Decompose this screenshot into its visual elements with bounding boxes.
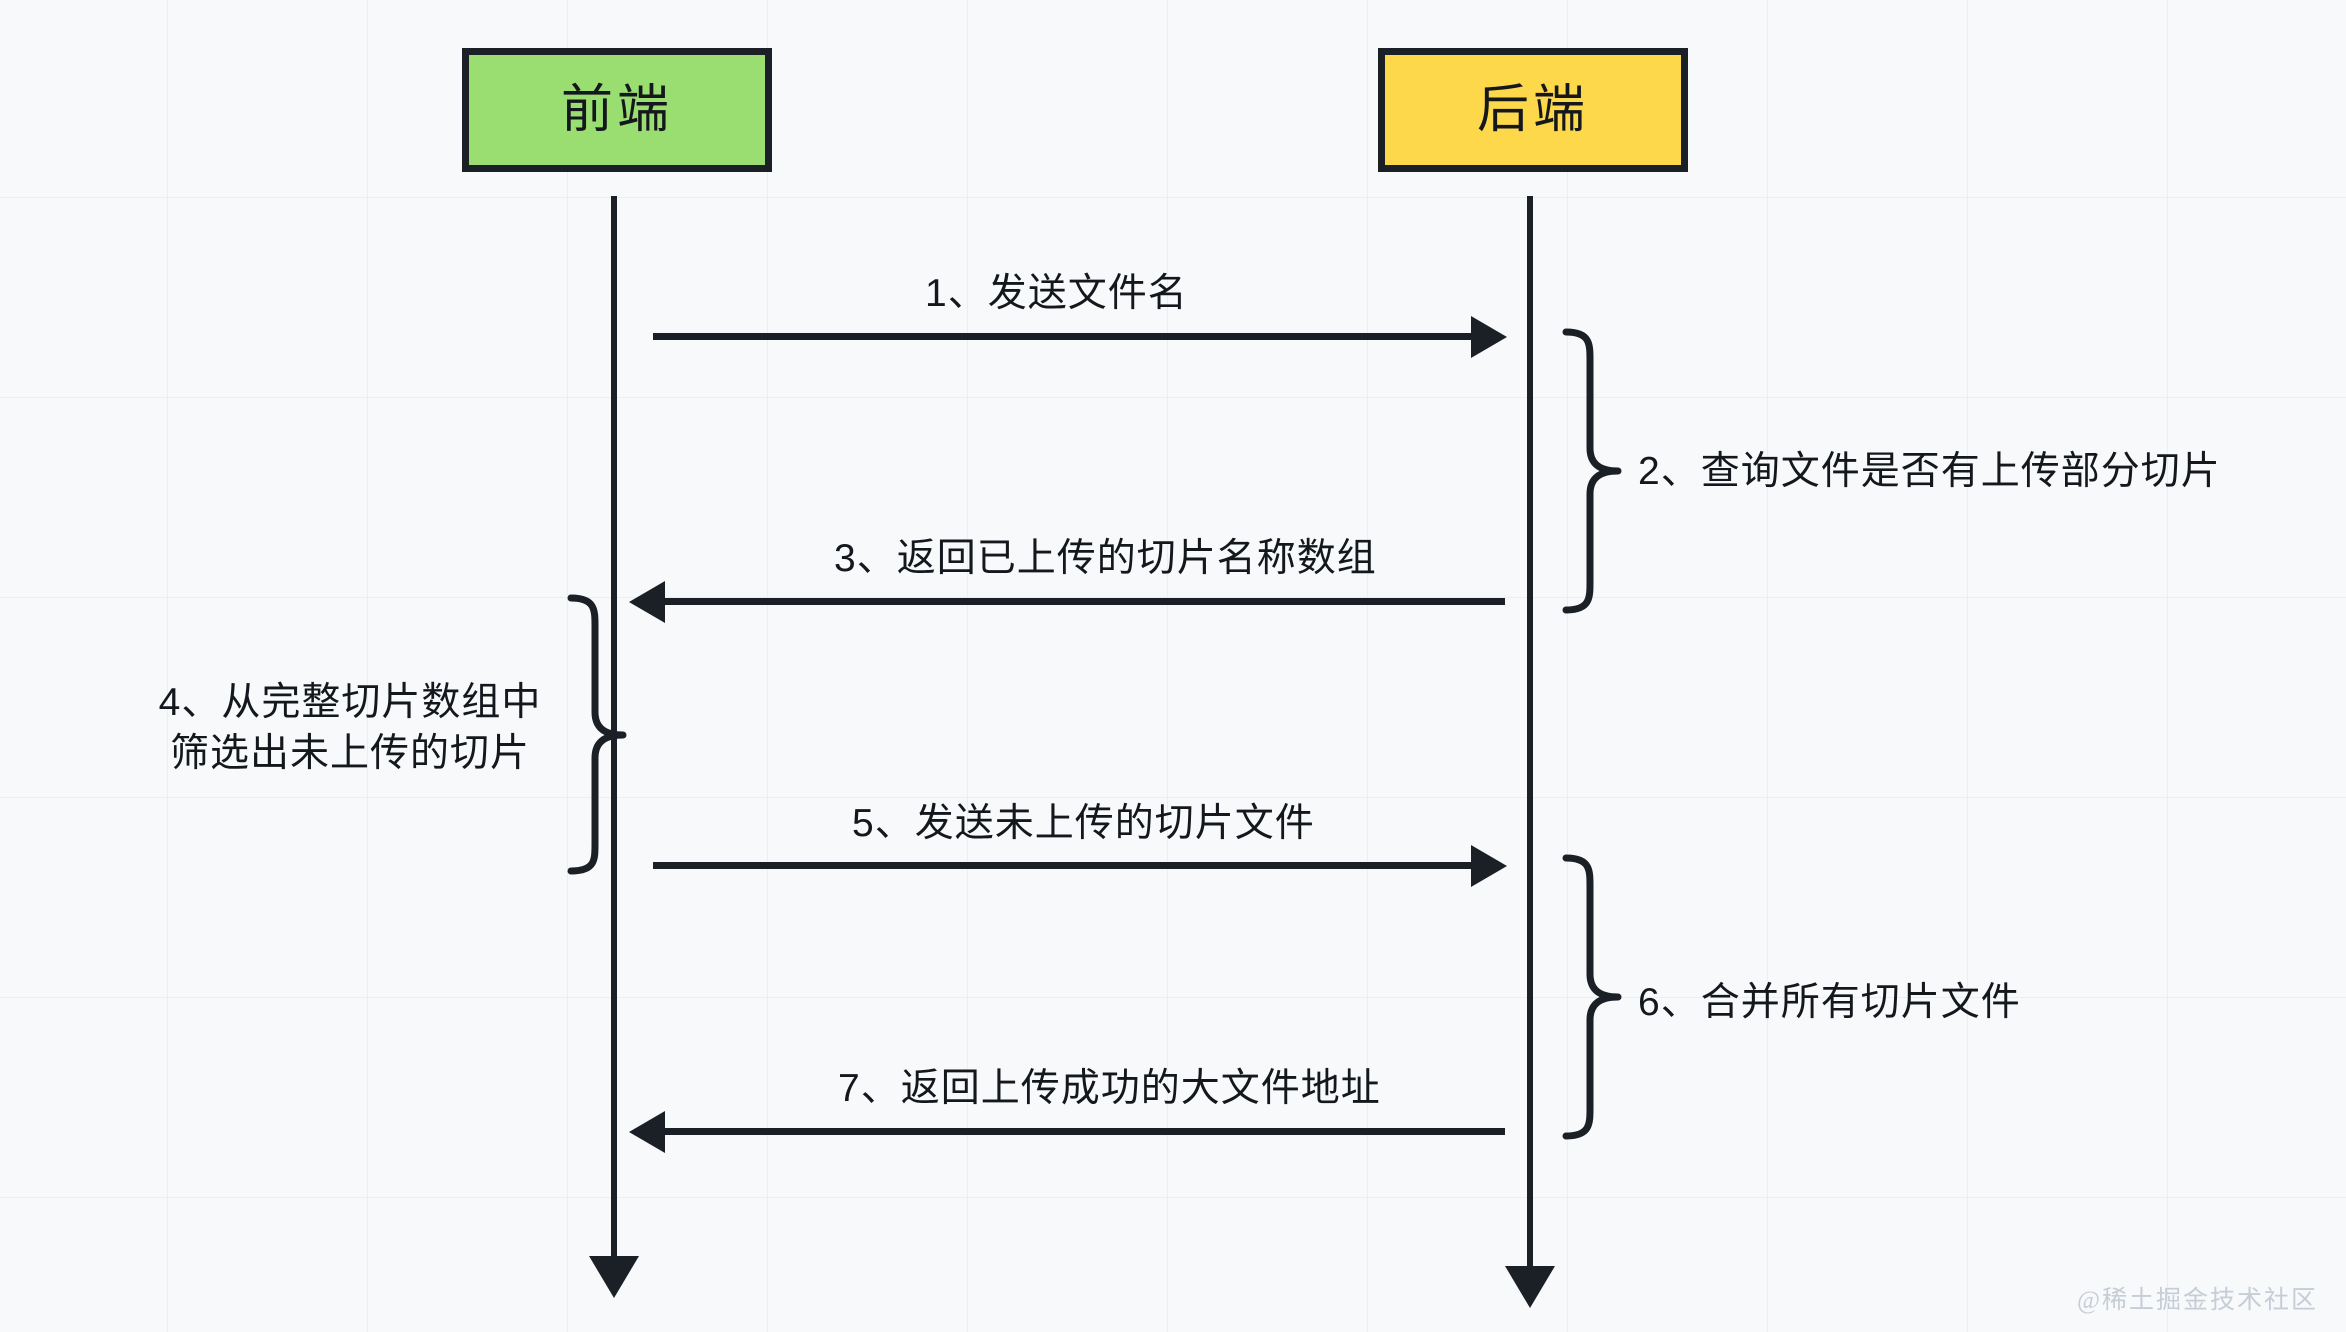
message-arrowhead-5 (1471, 845, 1507, 887)
watermark: @稀土掘金技术社区 (2076, 1287, 2318, 1314)
lifeline-arrowhead-frontend (589, 1256, 639, 1298)
lifeline-arrowhead-backend (1505, 1266, 1555, 1308)
brace-icon-note-2 (1556, 326, 1636, 616)
lifeline-backend (1527, 196, 1533, 1268)
brace-icon-note-4 (561, 592, 641, 877)
note-label-6: 6、合并所有切片文件 (1638, 981, 2021, 1024)
lifeline-frontend (611, 196, 617, 1258)
message-label-7: 7、返回上传成功的大文件地址 (838, 1067, 1381, 1110)
note-label-2: 2、查询文件是否有上传部分切片 (1638, 450, 2221, 493)
message-line-3 (665, 598, 1505, 605)
message-arrowhead-7 (629, 1111, 665, 1153)
message-line-7 (665, 1128, 1505, 1135)
message-arrowhead-3 (629, 581, 665, 623)
message-line-1 (653, 333, 1471, 340)
note-label-4-line-1: 4、从完整切片数组中 (158, 681, 542, 724)
note-label-4: 4、从完整切片数组中 筛选出未上传的切片 (150, 678, 550, 779)
participant-label-frontend: 前端 (560, 81, 673, 139)
participant-box-frontend[interactable]: 前端 (462, 48, 772, 172)
message-label-5: 5、发送未上传的切片文件 (852, 802, 1315, 845)
participant-box-backend[interactable]: 后端 (1378, 48, 1688, 172)
brace-icon-note-6 (1556, 852, 1636, 1142)
participant-label-backend: 后端 (1476, 81, 1589, 139)
note-label-4-line-2: 筛选出未上传的切片 (169, 731, 530, 775)
message-label-3: 3、返回已上传的切片名称数组 (834, 537, 1377, 580)
message-label-1: 1、发送文件名 (925, 272, 1188, 315)
message-line-5 (653, 862, 1471, 869)
message-arrowhead-1 (1471, 316, 1507, 358)
